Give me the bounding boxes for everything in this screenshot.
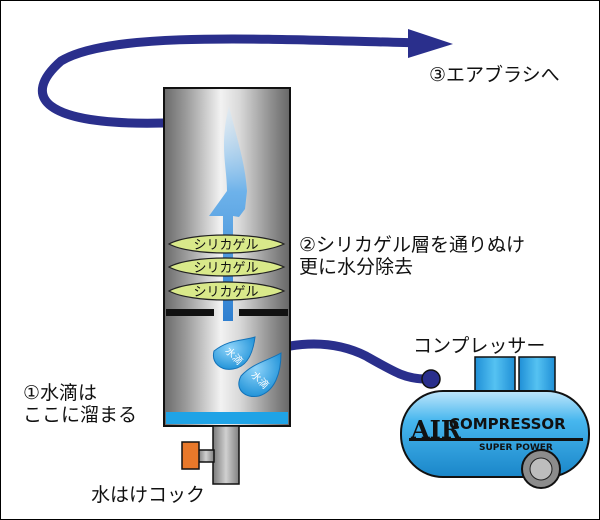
label-water-line2: ここに溜まる (23, 404, 138, 426)
silica-gel-label: シリカゲル (193, 261, 258, 276)
air-flow-arrow (209, 106, 247, 321)
divider-plate-left (166, 309, 214, 316)
silica-gel-pack (167, 281, 286, 301)
logo-big-letters: AIR (410, 415, 462, 444)
inlet-hose (285, 339, 431, 384)
silica-gel-pack (167, 234, 286, 254)
hose-fitting (421, 369, 441, 389)
label-silica-line2: 更に水分除去 (299, 256, 414, 278)
drain-cock-body (212, 425, 240, 485)
water-droplet-2: 水滴 (238, 352, 282, 398)
divider-plate-right (239, 309, 288, 316)
drain-cock-stem (197, 449, 215, 463)
outlet-hose (38, 34, 426, 128)
collected-water (166, 412, 288, 424)
drain-cock-handle[interactable] (181, 441, 200, 470)
label-compressor: コンプレッサー (413, 335, 546, 357)
compressor-stripe (409, 438, 583, 441)
label-water-line1: ①水滴は (23, 382, 98, 404)
logo-brand: COMPRESSOR (449, 415, 566, 433)
compressor: AIR COMPRESSOR SUPER POWER (400, 356, 590, 489)
logo-tagline: SUPER POWER (479, 443, 553, 453)
label-silica-line1: ②シリカゲル層を通りぬけ (299, 234, 526, 256)
outlet-arrow-head (408, 29, 453, 58)
label-drain-cock: 水はけコック (91, 484, 206, 506)
compressor-wheel-hub (529, 457, 553, 481)
water-droplet-1: 水滴 (212, 336, 256, 370)
silica-gel-pack (167, 257, 286, 277)
silica-gel-label: シリカゲル (193, 238, 258, 253)
silica-gel-label: シリカゲル (193, 285, 258, 300)
label-to-airbrush: ③エアブラシへ (429, 64, 560, 86)
